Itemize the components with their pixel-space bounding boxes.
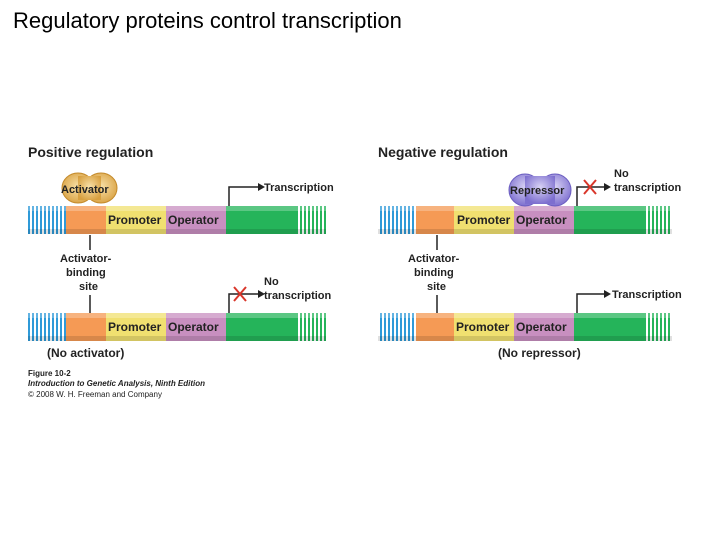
- negative-dna-bottom: [378, 313, 672, 341]
- positive-transcription-arrow: [228, 186, 258, 206]
- no-repressor-label: (No repressor): [498, 346, 581, 360]
- figure-number: Figure 10-2: [28, 369, 71, 378]
- positive-no-label: No: [264, 276, 279, 288]
- negative-blocked-arrow: [576, 186, 604, 206]
- negative-no-label: No: [614, 168, 629, 180]
- figure-copyright: © 2008 W. H. Freeman and Company: [28, 390, 162, 399]
- positive-dna-top: [28, 206, 326, 234]
- positive-promoter-label-bottom: Promoter: [108, 320, 162, 334]
- no-activator-label: (No activator): [47, 346, 124, 360]
- negative-dna-top: [378, 206, 672, 234]
- slide-title: Regulatory proteins control transcriptio…: [13, 8, 402, 33]
- positive-no-transcription-label: transcription: [264, 290, 332, 302]
- negative-cross-icon: [583, 179, 597, 195]
- figure-book: Introduction to Genetic Analysis, Ninth …: [28, 379, 205, 388]
- positive-site-line1: Activator-: [60, 253, 112, 265]
- positive-operator-label-top: Operator: [168, 213, 219, 227]
- negative-transcription-label: Transcription: [612, 289, 682, 301]
- negative-promoter-label-bottom: Promoter: [456, 320, 510, 334]
- negative-site-line3: site: [427, 281, 446, 293]
- positive-site-line3: site: [79, 281, 98, 293]
- negative-transcription-arrow: [576, 293, 604, 313]
- repressor-protein: [508, 173, 572, 207]
- activator-protein: [61, 172, 118, 204]
- negative-arrowhead: [604, 290, 611, 298]
- positive-arrowhead: [258, 183, 265, 191]
- positive-promoter-label-top: Promoter: [108, 213, 162, 227]
- positive-blocked-arrow: [228, 293, 258, 313]
- negative-site-line2: binding: [414, 267, 454, 279]
- negative-operator-label-bottom: Operator: [516, 320, 567, 334]
- negative-no-transcription-label: transcription: [614, 182, 682, 194]
- positive-dna-bottom: [28, 313, 326, 341]
- positive-operator-label-bottom: Operator: [168, 320, 219, 334]
- negative-promoter-label-top: Promoter: [457, 213, 511, 227]
- negative-site-line1: Activator-: [408, 253, 460, 265]
- negative-blocked-arrowhead: [604, 183, 611, 191]
- positive-heading: Positive regulation: [28, 144, 153, 160]
- positive-site-line2: binding: [66, 267, 106, 279]
- positive-blocked-arrowhead: [258, 290, 265, 298]
- positive-transcription-label: Transcription: [264, 182, 334, 194]
- positive-cross-icon: [233, 286, 247, 302]
- negative-heading: Negative regulation: [378, 144, 508, 160]
- repressor-label: Repressor: [510, 185, 565, 197]
- negative-operator-label-top: Operator: [516, 213, 567, 227]
- activator-label: Activator: [61, 184, 109, 196]
